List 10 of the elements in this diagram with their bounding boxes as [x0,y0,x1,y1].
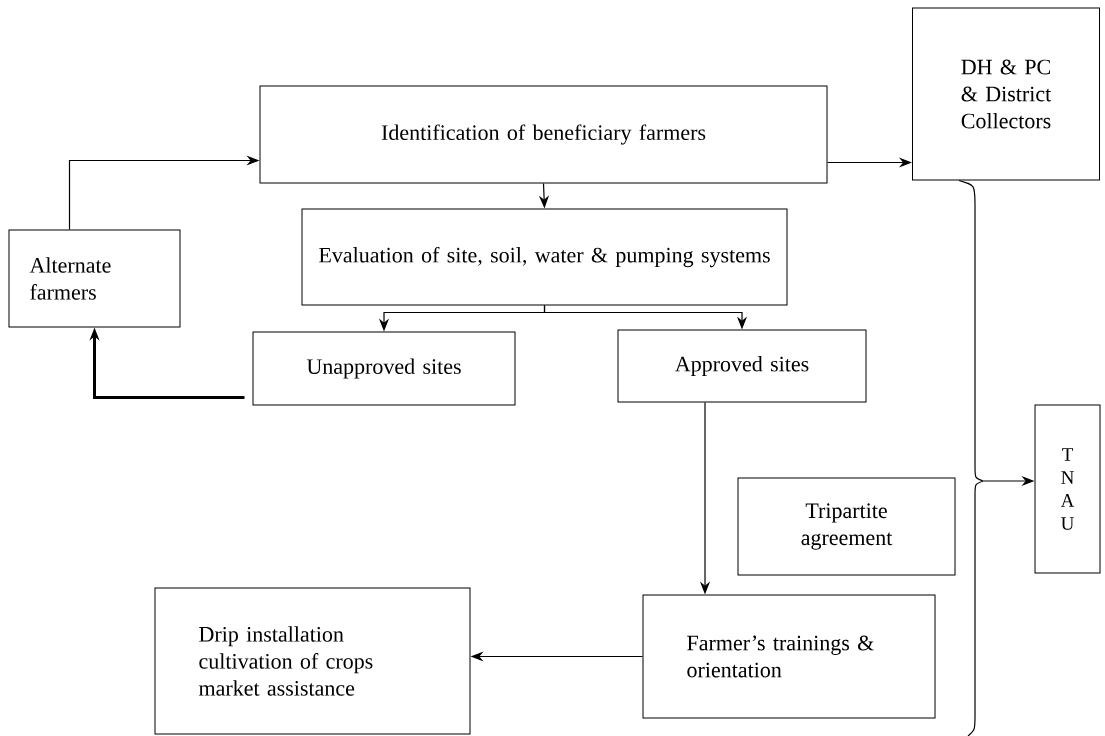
process-box: DH & PC & District Collectors [912,7,1100,181]
process-box: Approved sites [617,329,867,403]
process-box: Drip installation cultivation of crops market assistance [154,587,471,735]
process-box: Alternate farmers [8,229,181,328]
process-box: Evaluation of site, soil, water & pumping systems [301,208,788,306]
process-box: Unapproved sites [252,331,516,406]
vertical-text-box: T N A U [1034,404,1101,574]
process-box: Farmer’s trainings & orientation [642,594,936,719]
process-box: Tripartite agreement [737,477,956,576]
process-box: Identification of beneficiary farmers [259,85,828,184]
